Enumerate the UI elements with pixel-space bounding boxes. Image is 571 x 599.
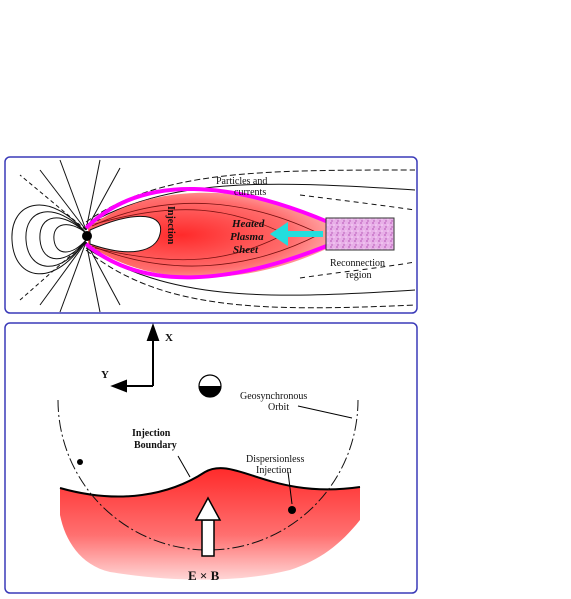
reconnection-region-box [325,217,395,251]
dispersionless-label-1: Dispersionless [246,454,304,465]
earth-symbol-bottom [198,374,222,398]
geosynchronous-label-2: Orbit [268,402,289,413]
heated-plasma-sheet-label-2: Plasma [230,231,264,243]
earth-symbol [82,231,92,241]
earthward-flow-arrow [270,222,323,246]
axis-x-label: X [165,332,173,344]
injection-boundary-label-1: Injection [132,428,171,439]
injection-boundary-label-2: Boundary [134,440,177,451]
heated-plasma-sheet-label-1: Heated [231,218,265,230]
injection-panel: X Y Geosynchronous Orbit Injection Bound… [4,322,418,594]
injection-boundary-line [59,467,361,498]
particles-label: Particles and [216,176,267,187]
label-pointers [177,405,353,505]
satellite-markers [77,459,296,514]
reconnection-label-1: Reconnection [330,258,385,269]
exb-label: E × B [188,568,220,583]
heated-plasma-sheet-label-3: Sheet [233,244,259,256]
dispersionless-label-2: Injection [256,465,292,476]
exb-drift-arrow [194,496,222,557]
axis-y-label: Y [101,369,109,381]
currents-label: currents [234,187,266,198]
heated-plasma-sheet [88,192,355,278]
geosynchronous-label-1: Geosynchronous [240,391,307,402]
reconnection-label-2: region [346,270,372,281]
magnetotail-panel: Particles and currents Injection Heated … [4,156,418,314]
inner-cavity [89,215,162,253]
injection-label: Injection [165,206,176,245]
coordinate-axes [110,323,160,393]
